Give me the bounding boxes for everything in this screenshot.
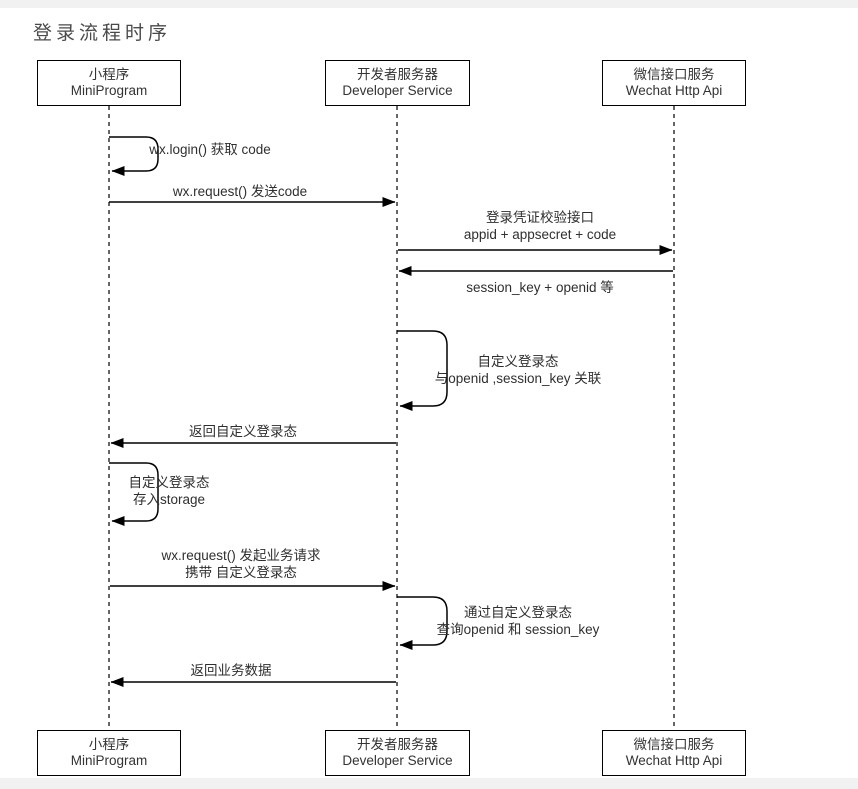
actor-bottom-developer: 开发者服务器 Developer Service (325, 730, 470, 776)
message-label-wx-login: wx.login() 获取 code (149, 142, 271, 157)
actor-name-en: Developer Service (342, 753, 453, 768)
actor-name-cn: 小程序 (88, 737, 130, 752)
message-label-store-storage: 自定义登录态 存入storage (128, 475, 210, 507)
actor-name-en: MiniProgram (70, 753, 148, 768)
actor-name-en: Wechat Http Api (625, 83, 723, 98)
message-label-code2session: 登录凭证校验接口 appid + appsecret + code (463, 210, 617, 242)
actor-name-cn: 开发者服务器 (357, 67, 438, 82)
message-label-business-request: wx.request() 发起业务请求 携带 自定义登录态 (161, 548, 321, 580)
self-loop-custom-login-state (397, 330, 448, 411)
message-label-custom-login-state: 自定义登录态 与openid ,session_key 关联 (434, 354, 602, 386)
actor-name-cn: 小程序 (88, 67, 130, 82)
actor-name-cn: 微信接口服务 (633, 737, 715, 752)
message-label-send-code: wx.request() 发送code (172, 184, 308, 199)
message-label-return-login-state: 返回自定义登录态 (189, 424, 297, 439)
actor-name-en: Wechat Http Api (625, 753, 723, 768)
message-label-session-key-openid: session_key + openid 等 (466, 280, 614, 295)
actor-name-cn: 微信接口服务 (633, 67, 715, 82)
actor-top-wechat: 微信接口服务 Wechat Http Api (602, 60, 746, 106)
actor-name-cn: 开发者服务器 (357, 737, 438, 752)
self-loop-query-openid (397, 596, 448, 650)
message-label-query-openid: 通过自定义登录态 查询openid 和 session_key (436, 605, 600, 637)
page-edge-top (0, 0, 858, 8)
self-loop-wx-login (109, 136, 159, 176)
actor-top-developer: 开发者服务器 Developer Service (325, 60, 470, 106)
page-edge-bottom (0, 778, 858, 789)
actor-name-en: MiniProgram (70, 83, 148, 98)
self-loop-store-storage (109, 462, 159, 526)
actor-name-en: Developer Service (342, 83, 453, 98)
actor-bottom-miniprogram: 小程序 MiniProgram (37, 730, 181, 776)
actor-bottom-wechat: 微信接口服务 Wechat Http Api (602, 730, 746, 776)
diagram-title: 登录流程时序 (33, 23, 172, 44)
actor-top-miniprogram: 小程序 MiniProgram (37, 60, 181, 106)
message-label-return-business-data: 返回业务数据 (190, 663, 272, 678)
